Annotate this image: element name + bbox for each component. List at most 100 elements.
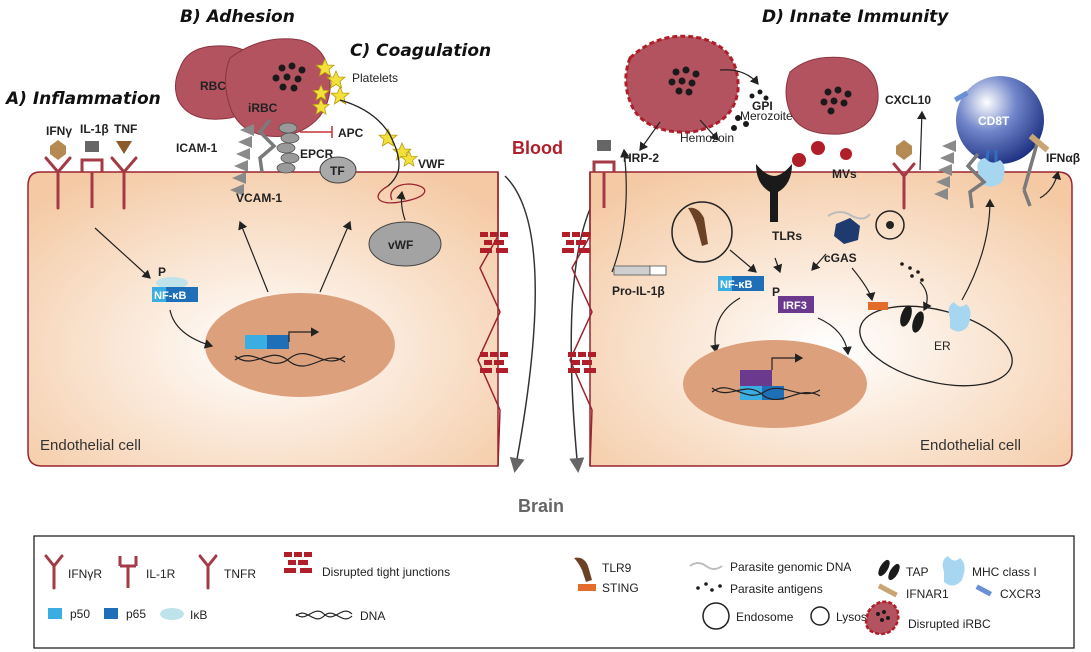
nfkb-label-left: NF-κB	[154, 290, 186, 302]
legend-il1r-label: IL-1R	[146, 567, 176, 581]
legend-disrupted-irbc-label: Disrupted iRBC	[908, 617, 991, 631]
legend-parasite-dna-icon	[689, 562, 723, 570]
merozoite-dots	[731, 115, 749, 131]
legend-p65-icon	[104, 608, 118, 619]
nucleus-left	[205, 293, 395, 397]
cxcr3-on-cd8t	[953, 90, 969, 103]
sting-molecule	[868, 302, 888, 310]
tap-molecule-2	[912, 311, 924, 333]
ifnar1-on-cd8t	[1028, 133, 1050, 153]
er-membrane	[859, 305, 1013, 387]
legend-ifngr-label: IFNγR	[68, 567, 102, 581]
parasite-antigen-dots	[900, 262, 924, 282]
arrow-cgas-to-sting	[851, 267, 876, 302]
arrow-mhc-to-surface	[961, 198, 995, 301]
irf3-box	[778, 296, 814, 313]
arrow-tlr9-to-nfkb	[729, 249, 757, 273]
vwf-strand	[339, 99, 400, 187]
irf3-in-nucleus	[740, 370, 772, 386]
dna-right-2	[711, 387, 821, 401]
nucleus-right	[683, 340, 867, 428]
il1b-label: IL-1β	[80, 122, 109, 136]
dna-left-1	[234, 352, 346, 364]
legend-cxcr3-icon	[975, 584, 993, 597]
legend-dna-icon-2	[295, 610, 353, 618]
irf3-label: IRF3	[783, 300, 807, 312]
vwf-loop	[377, 183, 426, 204]
vwf-storage	[368, 221, 442, 267]
legend-parasite-antigens-label: Parasite antigens	[730, 582, 823, 596]
legend-endosome-label: Endosome	[736, 610, 794, 624]
legend-sting-icon	[578, 584, 596, 591]
arrow-vwf-release	[396, 190, 406, 221]
arrow-irf3-to-nucleus	[817, 317, 852, 356]
legend-tap-icon-1	[878, 559, 890, 577]
vwf-upper-label: VWF	[418, 157, 445, 171]
cgas-label: cGAS	[824, 251, 857, 265]
mhc1-in-er	[948, 302, 971, 332]
gpi-label: GPI	[752, 99, 773, 113]
apc-label: APC	[338, 126, 364, 140]
legend-tap-label: TAP	[906, 565, 928, 579]
section-a-inflammation: A) Inflammation	[4, 89, 161, 109]
parasite-dna-strand	[827, 211, 871, 220]
tap-molecule-1	[900, 305, 912, 327]
ifng-ligand-right	[896, 140, 912, 160]
legend-ikb-icon	[160, 608, 184, 620]
pro-il1b-bar-white	[649, 265, 667, 276]
icam1-right	[934, 140, 956, 200]
legend-ifngr-icon	[44, 554, 64, 590]
tnfr-receptor	[110, 156, 138, 210]
arrow-nucleus-to-epcr	[319, 220, 352, 293]
legend-dna-icon-1	[295, 612, 353, 620]
legend-disrupted-irbc-icon	[864, 600, 900, 636]
legend-il1r-icon	[118, 556, 138, 588]
nfkb-label-right: NF-κB	[720, 279, 752, 291]
section-b-adhesion: B) Adhesion	[180, 7, 295, 27]
tnf-label: TNF	[114, 122, 137, 136]
mvs-label: MVs	[832, 167, 857, 181]
arrow-nfkb-to-nucleus-right	[710, 297, 741, 354]
vcam1-right	[965, 152, 987, 209]
legend-lysosome-icon	[810, 606, 830, 626]
phospho-label-right: P	[772, 285, 780, 299]
arrow-nucleus-to-vcam	[238, 220, 269, 293]
tlr-receptor	[756, 164, 792, 222]
legend-tlr9-label: TLR9	[602, 561, 632, 575]
parasite-dots-disrupted	[668, 66, 700, 96]
legend-parasite-dna-label: Parasite genomic DNA	[730, 560, 851, 574]
icam1-label: ICAM-1	[176, 141, 218, 155]
cgas-molecule	[834, 218, 860, 244]
parasite-dots-irbc	[272, 62, 306, 92]
brain-label: Brain	[518, 496, 564, 516]
er-label: ER	[934, 339, 951, 353]
mv-parent-irbc	[785, 56, 879, 135]
transcription-arrow-left	[288, 327, 320, 342]
tf-label: TF	[330, 164, 345, 178]
legend-cxcr3-label: CXCR3	[1000, 587, 1041, 601]
hemozoin-label: Hemozoin	[680, 131, 734, 145]
lysosome-right	[875, 210, 905, 240]
arrow-ifnab	[1039, 170, 1062, 199]
epcr-label: EPCR	[300, 147, 334, 161]
legend-ikb-label: IκB	[190, 608, 207, 622]
legend-box	[33, 535, 1075, 649]
tight-junction-right-top	[562, 232, 590, 253]
apc-inhibit-line	[300, 126, 333, 138]
icam1-molecule	[230, 124, 254, 196]
arrow-to-hrp2	[639, 121, 661, 151]
tight-junction-right-bottom	[568, 352, 596, 373]
ikb-left	[156, 277, 188, 289]
endosome-right	[671, 201, 733, 263]
endothelial-cell-label-left: Endothelial cell	[40, 437, 141, 454]
arrow-blood-to-brain-left	[504, 175, 536, 473]
nfkb-p50-left	[152, 287, 166, 302]
cd8t-label: CD8T	[978, 114, 1010, 128]
arrow-tlr-to-nfkb	[773, 257, 783, 274]
legend-tap-icon-2	[888, 563, 900, 581]
p50-box-left	[245, 335, 267, 349]
legend-tight-junctions-label: Disrupted tight junctions	[322, 565, 450, 579]
vcam1-label: VCAM-1	[236, 191, 282, 205]
section-c-coagulation: C) Coagulation	[350, 41, 491, 61]
